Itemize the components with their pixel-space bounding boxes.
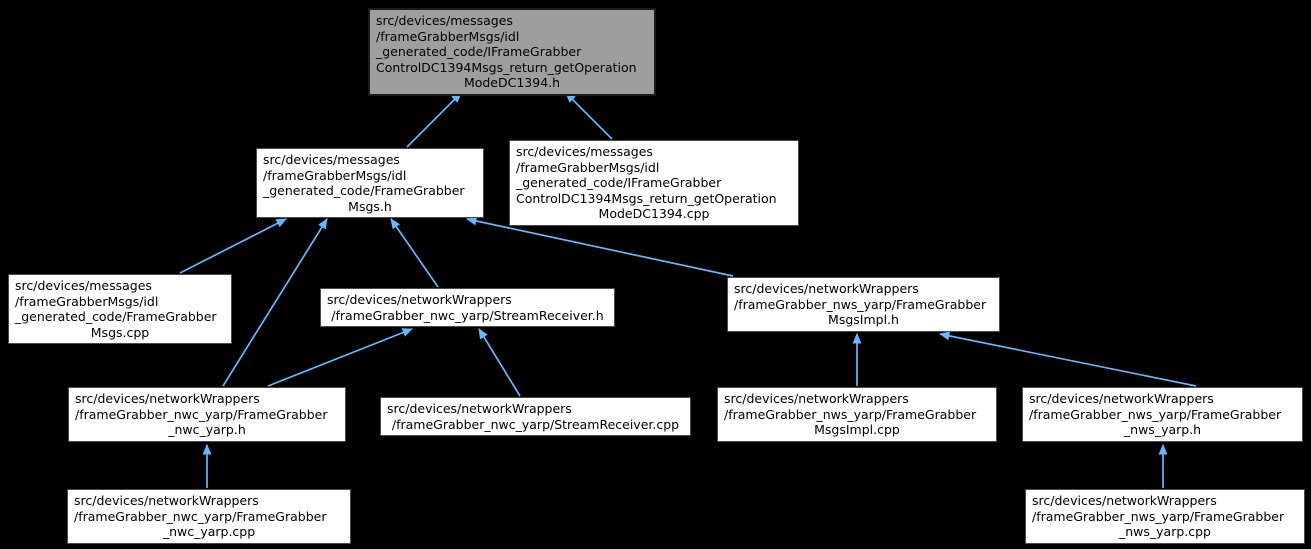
node-line: src/devices/messages xyxy=(376,13,513,28)
node-line: ModeDC1394.cpp xyxy=(598,206,710,221)
node-frameGrabberMsgsImpl-cpp[interactable]: src/devices/networkWrappers /frameGrabbe… xyxy=(717,387,997,442)
node-line: src/devices/networkWrappers xyxy=(75,391,260,406)
edge-returnGetOperationModeDC1394_cpp-to-current xyxy=(565,92,613,140)
node-line: /frameGrabber_nwc_yarp/StreamReceiver.h xyxy=(331,307,604,323)
edge-streamReceiver_h-to-frameGrabberMsgs_h xyxy=(390,218,439,288)
node-line: src/devices/networkWrappers xyxy=(1029,391,1214,406)
node-line: _generated_code/FrameGrabber xyxy=(15,309,217,324)
node-returnGetOperationModeDC1394-cpp[interactable]: src/devices/messages /frameGrabberMsgs/i… xyxy=(509,140,799,226)
node-frameGrabber-nwc-yarp-h[interactable]: src/devices/networkWrappers /frameGrabbe… xyxy=(68,387,346,442)
node-line: /frameGrabberMsgs/idl xyxy=(263,167,407,183)
edge-frameGrabber_nws_yarp_h-to-frameGrabberMsgsImpl_h xyxy=(939,331,1197,387)
node-frameGrabber-nws-yarp-h[interactable]: src/devices/networkWrappers /frameGrabbe… xyxy=(1022,387,1303,442)
node-line: ControlDC1394Msgs_return_getOperation xyxy=(376,59,637,75)
node-line: /frameGrabber_nws_yarp/FrameGrabber xyxy=(1032,508,1285,524)
node-line: src/devices/networkWrappers xyxy=(327,292,512,307)
node-frameGrabberMsgs-cpp[interactable]: src/devices/messages /frameGrabberMsgs/i… xyxy=(8,274,232,344)
node-line: _generated_code/IFrameGrabber xyxy=(516,175,722,190)
node-line: _nws_yarp.h xyxy=(1123,422,1202,437)
edge-frameGrabberMsgs_cpp-to-frameGrabberMsgs_h xyxy=(179,218,287,274)
node-streamReceiver-h[interactable]: src/devices/networkWrappers /frameGrabbe… xyxy=(320,288,615,327)
node-line: ModeDC1394.h xyxy=(463,75,561,90)
node-line: src/devices/networkWrappers xyxy=(724,391,909,406)
edge-frameGrabber_nwc_yarp_h-to-streamReceiver_h xyxy=(267,328,413,387)
node-line: /frameGrabberMsgs/idl xyxy=(376,28,520,44)
node-current-file: src/devices/messages /frameGrabberMsgs/i… xyxy=(368,8,656,96)
node-line: src/devices/networkWrappers xyxy=(734,281,919,296)
node-line: src/devices/messages xyxy=(516,144,653,159)
node-line: /frameGrabber_nwc_yarp/FrameGrabber xyxy=(74,508,327,524)
node-line: /frameGrabber_nws_yarp/FrameGrabber xyxy=(734,296,987,312)
node-line: _nwc_yarp.cpp xyxy=(162,524,256,539)
node-frameGrabber-nws-yarp-cpp[interactable]: src/devices/networkWrappers /frameGrabbe… xyxy=(1025,489,1305,544)
node-line: src/devices/networkWrappers xyxy=(1032,493,1217,508)
node-frameGrabber-nwc-yarp-cpp[interactable]: src/devices/networkWrappers /frameGrabbe… xyxy=(67,489,351,544)
node-frameGrabberMsgsImpl-h[interactable]: src/devices/networkWrappers /frameGrabbe… xyxy=(727,277,1000,332)
node-line: /frameGrabberMsgs/idl xyxy=(15,293,159,309)
node-line: MsgsImpl.cpp xyxy=(814,422,900,437)
node-line: /frameGrabber_nwc_yarp/StreamReceiver.cp… xyxy=(391,416,680,432)
node-line: _nwc_yarp.h xyxy=(168,422,246,437)
node-line: src/devices/messages xyxy=(263,152,400,167)
node-line: src/devices/messages xyxy=(15,278,152,293)
node-line: Msgs.h xyxy=(348,198,392,214)
edge-frameGrabberMsgsImpl_h-to-frameGrabberMsgs_h xyxy=(466,216,734,277)
edge-frameGrabber_nwc_yarp_h-to-frameGrabberMsgs_h xyxy=(222,218,328,387)
node-frameGrabberMsgs-h[interactable]: src/devices/messages /frameGrabberMsgs/i… xyxy=(256,148,484,218)
node-line: /frameGrabber_nws_yarp/FrameGrabber xyxy=(724,406,977,422)
node-line: _nws_yarp.cpp xyxy=(1118,524,1211,539)
node-line: Msgs.cpp xyxy=(90,324,150,340)
edge-frameGrabberMsgs_h-to-current xyxy=(406,92,462,148)
node-line: /frameGrabber_nwc_yarp/FrameGrabber xyxy=(75,406,328,422)
node-streamReceiver-cpp[interactable]: src/devices/networkWrappers /frameGrabbe… xyxy=(380,397,691,436)
node-line: _generated_code/IFrameGrabber xyxy=(376,44,582,59)
node-line: ControlDC1394Msgs_return_getOperation xyxy=(516,190,777,206)
node-line: src/devices/networkWrappers xyxy=(387,401,572,416)
node-line: src/devices/networkWrappers xyxy=(74,493,259,508)
edge-streamReceiver_cpp-to-streamReceiver_h xyxy=(478,328,521,397)
node-line: MsgsImpl.h xyxy=(828,312,899,327)
node-line: _generated_code/FrameGrabber xyxy=(263,183,465,198)
node-line: /frameGrabberMsgs/idl xyxy=(516,159,660,175)
node-line: /frameGrabber_nws_yarp/FrameGrabber xyxy=(1029,406,1282,422)
